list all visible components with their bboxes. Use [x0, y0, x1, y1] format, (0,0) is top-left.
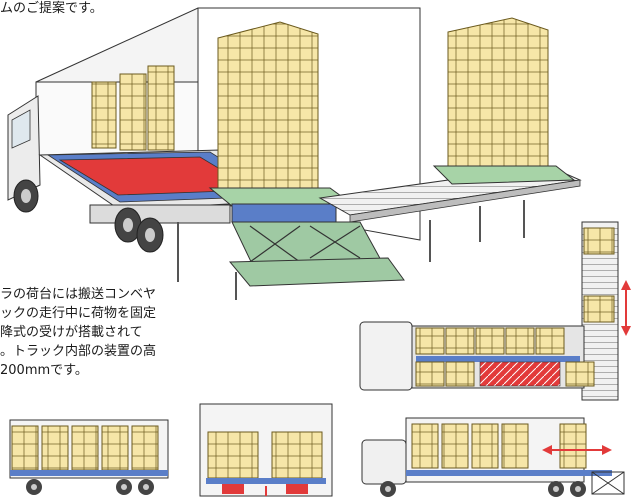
truck-chassis: [89, 204, 231, 224]
side-view-diagram-right: [361, 417, 625, 497]
caption-line: 。トラック内部の装置の高: [0, 344, 157, 359]
main-truck: [7, 7, 582, 300]
pallet: [432, 165, 576, 185]
caption-line: ラの荷台には搬送コンベヤ: [0, 287, 157, 302]
caption-line: 200mmです。: [0, 363, 88, 378]
side-view-diagram-left: [9, 419, 169, 495]
scissor-lift: [228, 203, 405, 287]
rear-view-diagram: [199, 403, 333, 497]
cargo-pallet-load: [217, 21, 319, 189]
vertical-conveyor-view: [581, 221, 631, 401]
conveyor-legs: [177, 200, 525, 300]
truck-wheels: [13, 179, 164, 253]
caption-line: ックの走行中に荷物を固定: [0, 306, 157, 321]
cargo-stack: [147, 65, 175, 151]
roller-conveyor-frame: [349, 179, 581, 223]
cargo-stack: [119, 73, 147, 151]
cargo-pallet-load: [447, 17, 549, 169]
cab-window: [11, 109, 31, 149]
caption-line: 降式の受けが搭載されて: [0, 325, 143, 340]
intro-caption: ムのご提案です。: [0, 1, 103, 16]
top-view-diagram: [359, 321, 595, 391]
cargo-stack: [91, 81, 117, 149]
